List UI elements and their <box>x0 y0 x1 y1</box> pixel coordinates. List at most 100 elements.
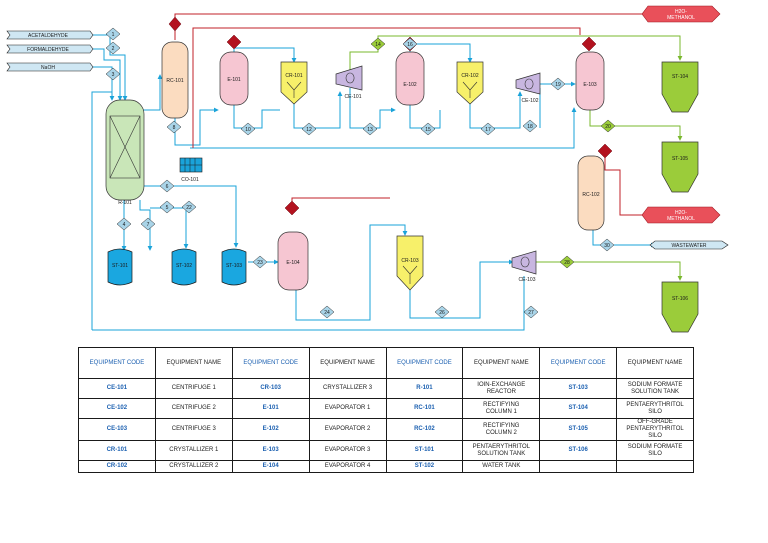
stream-tag-label: 12 <box>306 127 312 133</box>
feed-label-acetaldehyde: ACETALDEHYDE <box>28 33 69 39</box>
legend-cell-name: CENTRIFUGE 1 <box>154 378 233 399</box>
stream-tag-22: 22 <box>181 200 197 214</box>
legend-cell-code: E-101 <box>231 398 310 419</box>
legend-cell-code: ST-103 <box>539 378 618 399</box>
product-label-wastewater: WASTEWATER <box>671 243 706 249</box>
stream-tag-4: 4 <box>116 217 132 231</box>
legend-cell-name: CRYSTALLIZER 2 <box>154 460 233 473</box>
stream-tag-label: 30 <box>604 243 610 249</box>
stream-tag-8: 8 <box>166 120 182 134</box>
legend-cell-code: ST-105 <box>539 418 618 441</box>
legend-cell-name: CRYSTALLIZER 1 <box>154 440 233 461</box>
label-st102: ST-102 <box>176 263 192 269</box>
evaporator-e103[interactable]: E-103 <box>575 51 605 111</box>
legend-cell-code <box>539 460 618 473</box>
stream-tag-label: 22 <box>186 205 192 211</box>
stream-tag-10: 10 <box>240 122 256 136</box>
product-labels: H2O-METHANOL H2O-METHANOL WASTEWATER <box>641 5 729 250</box>
stream-tag-label: 26 <box>439 310 445 316</box>
feed-label-formaldehyde: FORMALDEHYDE <box>27 47 69 53</box>
tank-st101[interactable]: ST-101 <box>107 248 133 286</box>
label-st101: ST-101 <box>112 263 128 269</box>
stream-tag-label: 3 <box>112 72 115 78</box>
legend-cell-code: CE-103 <box>78 418 156 441</box>
process-flow-diagram: ACETALDEHYDE FORMALDEHYDE NaOH H2O-METHA… <box>6 5 729 333</box>
label-e101: E-101 <box>227 77 241 83</box>
evaporator-e101[interactable]: E-101 <box>219 51 249 106</box>
legend-cell-code: E-103 <box>231 440 310 461</box>
legend-cell-code: CE-102 <box>78 398 156 419</box>
legend-cell-code: CR-102 <box>78 460 156 473</box>
stream-tag-label: 19 <box>555 82 561 88</box>
product-label-h2o-methanol-top: H2O-METHANOL <box>667 9 695 21</box>
silo-st104[interactable]: ST-104 <box>661 61 699 113</box>
stream-tag-7: 7 <box>140 217 156 231</box>
centrifuge-ce102[interactable]: CE-102 <box>515 72 541 104</box>
legend-cell-name: CRYSTALLIZER 3 <box>308 378 387 399</box>
silo-st105[interactable]: ST-105 <box>661 141 699 193</box>
tank-st103[interactable]: ST-103 <box>221 248 247 286</box>
evaporator-e104[interactable]: E-104 <box>277 231 309 291</box>
stream-tag-1: 1 <box>105 27 121 41</box>
evaporator-e102[interactable]: E-102 <box>395 51 425 106</box>
stream-tag-label: 8 <box>173 125 176 131</box>
legend-cell-name: EVAPORATOR 4 <box>308 460 387 473</box>
stream-tag-label: 2 <box>112 46 115 52</box>
legend-header-code: EQUIPMENT CODE <box>78 347 156 379</box>
stream-tag-6: 6 <box>159 179 175 193</box>
legend-cell-code: RC-102 <box>385 418 464 441</box>
stream-tag-3: 3 <box>105 67 121 81</box>
stream-tag-16: 16 <box>402 37 418 51</box>
label-st103: ST-103 <box>226 263 242 269</box>
stream-tag-label: 13 <box>367 127 373 133</box>
stream-tag-2: 2 <box>105 41 121 55</box>
stream-tag-label: 7 <box>147 222 150 228</box>
stream-tag-27: 27 <box>523 305 539 319</box>
feed-label-naoh: NaOH <box>41 65 55 71</box>
legend-cell-name: CENTRIFUGE 2 <box>154 398 233 419</box>
stream-tag-13: 13 <box>362 122 378 136</box>
centrifuge-ce101[interactable]: CE-101 <box>335 65 363 100</box>
legend-cell-code: ST-101 <box>385 440 464 461</box>
legend-header-code: EQUIPMENT CODE <box>539 347 618 379</box>
legend-cell-name: CENTRIFUGE 3 <box>154 418 233 441</box>
stream-tag-label: 27 <box>528 310 534 316</box>
stream-tag-28: 28 <box>559 255 575 269</box>
crystallizer-cr103[interactable]: CR-103 <box>396 235 424 291</box>
reactor-r101[interactable]: R-101 <box>105 99 145 206</box>
legend-header-name: EQUIPMENT NAME <box>616 347 694 379</box>
stream-tag-26: 26 <box>434 305 450 319</box>
label-rc101: RC-101 <box>166 78 183 84</box>
vapour-diamonds <box>168 16 613 216</box>
legend-cell-name: EVAPORATOR 2 <box>308 418 387 441</box>
crystallizer-cr102[interactable]: CR-102 <box>456 61 484 105</box>
stream-tag-19: 19 <box>550 77 566 91</box>
column-rc102[interactable]: RC-102 <box>577 155 605 231</box>
column-rc101[interactable]: RC-101 <box>161 41 189 119</box>
stream-tag-12: 12 <box>301 122 317 136</box>
legend-cell-code: ST-106 <box>539 440 618 461</box>
legend-cell-code: ST-104 <box>539 398 618 419</box>
silo-st106[interactable]: ST-106 <box>661 281 699 333</box>
stream-tag-label: 10 <box>245 127 251 133</box>
condenser-co101[interactable]: CO-101 <box>179 157 203 183</box>
stream-tag-label: 18 <box>527 124 533 130</box>
crystallizer-cr101[interactable]: CR-101 <box>280 61 308 105</box>
centrifuge-ce103[interactable]: CE-103 <box>511 250 537 283</box>
stream-tag-24: 24 <box>319 305 335 319</box>
stream-tag-label: 16 <box>407 42 413 48</box>
stream-tag-23: 23 <box>252 255 268 269</box>
label-e102: E-102 <box>403 82 417 88</box>
stream-tag-5: 5 <box>159 200 175 214</box>
tank-st102[interactable]: ST-102 <box>171 248 197 286</box>
label-r101: R-101 <box>118 200 132 206</box>
stream-tag-20: 20 <box>600 119 616 133</box>
product-label-h2o-methanol-bottom: H2O-METHANOL <box>667 210 695 222</box>
stream-tag-label: 17 <box>485 127 491 133</box>
